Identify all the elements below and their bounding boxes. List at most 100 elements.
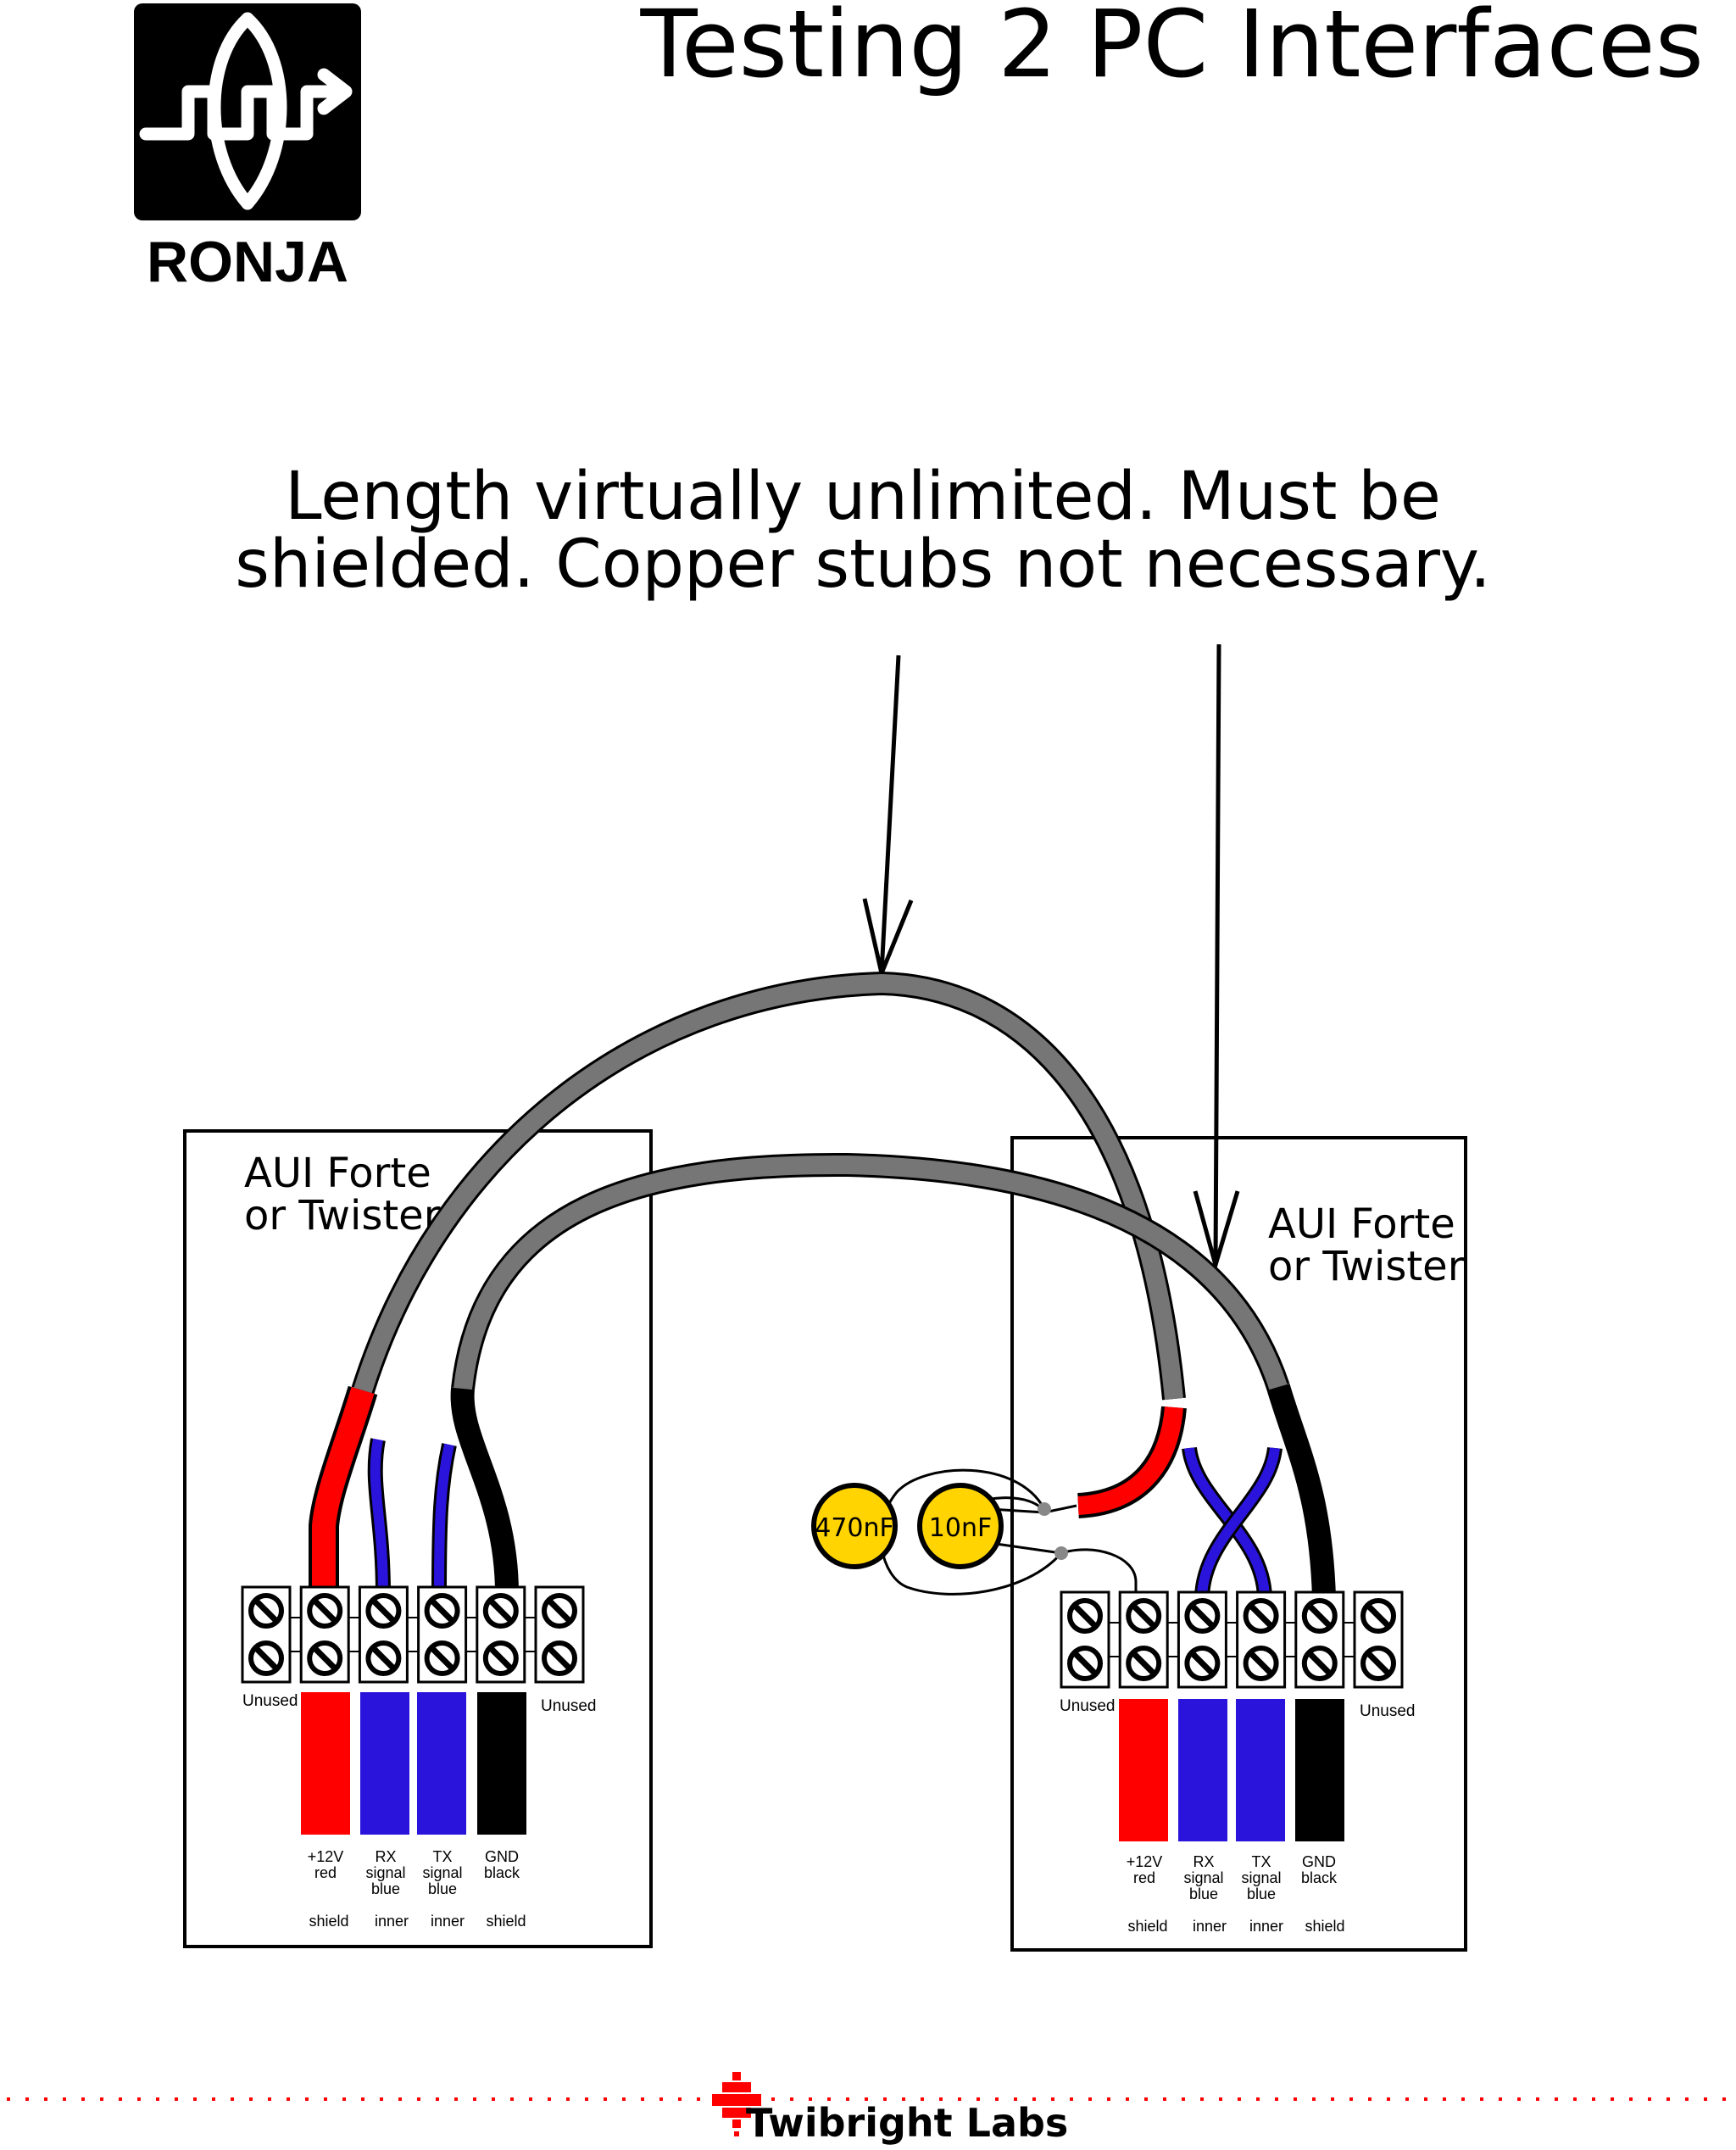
footer-dot: [1499, 2097, 1502, 2101]
footer-dot: [249, 2097, 253, 2101]
screw-terminal: [1353, 1590, 1404, 1689]
wire-role: shield: [486, 1913, 526, 1930]
color-bars-right: [1119, 1699, 1344, 1841]
screw-icon: [307, 1640, 343, 1676]
footer-dot: [1648, 2097, 1651, 2101]
screw-icon: [542, 1640, 577, 1676]
note-line-1: Length virtually unlimited. Must be: [285, 459, 1441, 535]
junction-dot-2: [1054, 1546, 1068, 1560]
footer-dot: [305, 2097, 309, 2101]
screw-icon: [248, 1593, 284, 1629]
screw-icon: [542, 1593, 577, 1629]
footer-dot: [510, 2097, 514, 2101]
footer-dot: [976, 2097, 980, 2101]
footer-dot: [659, 2097, 663, 2101]
twibright-logo-icon: [712, 2072, 761, 2136]
screw-icon: [482, 1640, 519, 1676]
cable-b: [451, 1152, 1290, 1391]
wire-label: black: [1301, 1869, 1338, 1886]
footer-dot: [1517, 2097, 1521, 2101]
capacitor-10nf: 10nF: [917, 1483, 1004, 1569]
wire-label: TX: [1251, 1853, 1271, 1870]
footer-dot: [921, 2097, 924, 2101]
footer-dot: [1405, 2097, 1409, 2101]
wire-role: inner: [1193, 1918, 1227, 1935]
wire-labels-right: +12V red RX signal blue TX signal blue G…: [1127, 1853, 1345, 1935]
note-arrow-right: [1193, 643, 1240, 1273]
cable-a: [351, 971, 1186, 1401]
screw-icon: [1184, 1598, 1221, 1634]
color-bars-left: [301, 1692, 526, 1835]
footer-dot: [1704, 2097, 1707, 2101]
footer-dot: [1443, 2097, 1446, 2101]
wire-role: shield: [1127, 1918, 1167, 1935]
footer-dot: [1536, 2097, 1539, 2101]
footer-dot: [231, 2097, 234, 2101]
footer-dot: [1163, 2097, 1166, 2101]
ronja-logo-icon: [139, 12, 353, 210]
footer-dot: [492, 2097, 495, 2101]
screw-terminal: [417, 1585, 477, 1684]
screw-icon: [1067, 1646, 1103, 1681]
footer-dot: [287, 2097, 290, 2101]
page-title: Testing 2 PC Interfaces: [639, 0, 1704, 98]
screw-icon: [1243, 1646, 1279, 1681]
terminal-block-right: [1060, 1590, 1404, 1689]
wire-labels-left: +12V red RX signal blue TX signal blue G…: [308, 1848, 526, 1930]
screw-icon: [424, 1640, 460, 1676]
screw-terminal: [1177, 1590, 1238, 1689]
wire-label: blue: [371, 1880, 400, 1897]
screw-terminal: [1294, 1590, 1355, 1689]
footer-dot: [865, 2097, 868, 2101]
wire-label: signal: [422, 1864, 462, 1881]
box-right-title-1: AUI Forte: [1268, 1200, 1455, 1248]
box-right-title-2: or Twister: [1268, 1243, 1465, 1290]
footer-dot: [25, 2097, 29, 2101]
screw-terminal: [299, 1585, 360, 1684]
footer-dot: [7, 2097, 10, 2101]
terminal-blocks: [241, 1585, 1404, 1689]
wire-label: +12V: [1127, 1853, 1163, 1870]
wire-label: RX: [375, 1848, 396, 1865]
footer-dot: [883, 2097, 887, 2101]
wire-label: blue: [1189, 1885, 1218, 1902]
screw-terminal: [534, 1585, 585, 1684]
footer-dot: [268, 2097, 271, 2101]
screw-icon: [1067, 1598, 1103, 1634]
wire-label: GND: [485, 1848, 519, 1865]
footer-dot: [939, 2097, 943, 2101]
footer-dot: [1070, 2097, 1073, 2101]
screw-terminal: [1060, 1590, 1121, 1689]
footer-dot: [1312, 2097, 1316, 2101]
terminal-block-left: [241, 1585, 585, 1684]
screw-icon: [365, 1593, 402, 1629]
footer-dot: [1629, 2097, 1633, 2101]
wire-role: inner: [431, 1913, 465, 1930]
wire-label: signal: [1241, 1869, 1281, 1886]
footer-dot: [790, 2097, 793, 2101]
footer-dot: [175, 2097, 178, 2101]
capacitor-label: 10nF: [929, 1513, 992, 1543]
footer-dot: [1555, 2097, 1558, 2101]
screw-icon: [424, 1593, 460, 1629]
footer-dot: [1032, 2097, 1036, 2101]
footer-dot: [1088, 2097, 1092, 2101]
right-wires: [1060, 1384, 1336, 1598]
screw-icon: [1360, 1646, 1396, 1681]
screw-icon: [307, 1593, 343, 1629]
wire-label: red: [314, 1864, 337, 1881]
footer-dot: [361, 2097, 364, 2101]
screw-terminal: [1236, 1590, 1296, 1689]
footer-dot: [809, 2097, 812, 2101]
screw-icon: [1243, 1598, 1279, 1634]
footer-dot: [827, 2097, 831, 2101]
footer-text: Twibright Labs: [746, 2100, 1068, 2146]
note-line-2: shielded. Copper stubs not necessary.: [235, 526, 1490, 603]
footer-dot: [417, 2097, 420, 2101]
footer-dot: [1126, 2097, 1129, 2101]
wire-role: inner: [375, 1913, 409, 1930]
footer-dot: [1368, 2097, 1372, 2101]
footer-dot: [585, 2097, 588, 2101]
wire-label: +12V: [308, 1848, 344, 1865]
